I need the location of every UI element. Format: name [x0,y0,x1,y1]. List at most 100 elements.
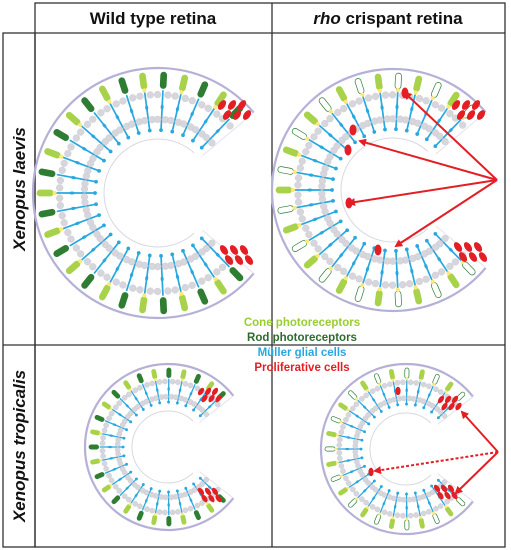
muller-glial-soma [167,386,170,392]
retinal-nucleus [202,133,210,142]
retinal-nucleus [343,475,349,482]
cone-photoreceptor [44,148,61,159]
retinal-nucleus [302,148,310,156]
retinal-nucleus [388,281,397,289]
cone-photoreceptor [374,73,383,91]
retinal-nucleus [437,408,444,415]
muller-glial-endfoot [372,415,376,419]
muller-glial-soma [118,477,122,481]
muller-glial-endfoot [363,430,366,434]
muller-glial-endfoot [149,487,153,491]
retinal-nucleus [407,379,414,386]
muller-glial-endfoot [363,464,366,468]
retinal-nucleus [164,287,172,295]
muller-glial-process [367,485,383,508]
proliferative-cell [211,387,219,396]
muller-glial-process [61,156,101,173]
legend-muller-glial-cells: Müller glial cells [258,347,347,359]
photoreceptor-oil-droplet [107,282,112,287]
muller-glial-process [93,240,121,274]
muller-glial-endfoot [433,232,438,236]
retinal-nucleus [108,410,115,417]
muller-glial-soma [427,393,431,397]
muller-glial-soma [207,485,212,489]
muller-glial-endfoot [167,400,170,404]
muller-glial-soma [349,424,354,428]
proliferation-arrow [454,451,499,495]
retinal-nucleus [106,415,112,422]
proliferation-arrow [394,179,498,248]
proliferative-cell [232,110,242,120]
muller-glial-soma [312,158,318,163]
retinal-nucleus [294,191,302,199]
retinal-nucleus [144,382,150,388]
retina-outer-boundary [31,66,255,320]
proliferative-cell [344,144,352,156]
rod-photoreceptor [53,129,70,142]
retina-rho-crispant-tropicalis [319,362,474,536]
retinal-nucleus [431,243,440,251]
retinal-nucleus [436,132,444,140]
muller-glial-process [415,244,434,282]
retinal-nucleus [168,494,175,501]
muller-glial-endfoot [147,253,152,258]
muller-glial-process [379,248,386,289]
retinal-nucleus [116,126,124,134]
rod-photoreceptor [136,373,144,384]
retinal-nucleus [72,244,80,252]
retinal-nucleus [188,97,196,105]
retinal-nucleus [296,164,304,172]
muller-glial-process [379,489,391,514]
legend-cone-photoreceptors: Cone photoreceptors [244,317,360,329]
retinal-nucleus [355,97,363,105]
cone-photoreceptor [326,460,337,467]
muller-glial-endfoot [116,141,121,146]
proliferative-cell [222,110,232,120]
retinal-nucleus [363,499,369,506]
muller-glial-soma [102,123,107,128]
muller-glial-soma [91,247,96,252]
muller-glial-process [125,94,140,135]
muller-glial-endfoot [141,483,145,487]
retinal-nucleus [218,263,227,271]
muller-glial-endfoot [362,134,367,139]
muller-glial-soma [319,145,325,150]
muller-glial-endfoot [436,478,440,482]
photoreceptor-oil-droplet [366,506,370,509]
muller-glial-endfoot [394,127,398,131]
muller-glial-soma [328,242,333,247]
muller-glial-endfoot [415,132,420,136]
muller-glial-process [181,249,200,288]
proliferative-cell [440,484,448,493]
muller-glial-process [337,434,364,442]
muller-glial-soma [328,133,333,138]
muller-glial-process [379,91,386,132]
photoreceptor-oil-droplet [377,287,382,292]
muller-glial-endfoot [422,488,426,492]
proliferative-cell [197,387,205,396]
retinal-nucleus [359,496,365,502]
retinal-nucleus [371,92,380,101]
proliferative-cell [244,255,254,265]
retinal-nucleus [135,403,141,410]
proliferation-arrow [347,179,498,207]
muller-glial-endfoot [159,128,163,132]
muller-glial-process [200,236,230,268]
rod-photoreceptor [53,244,70,257]
proliferative-cell [441,402,448,411]
muller-glial-endfoot [181,133,185,138]
proliferative-cell [473,242,483,252]
cone-photoreceptor [180,514,187,525]
retinal-nucleus [204,104,212,112]
retina-rho-crispant-laevis [270,67,488,313]
retinal-nucleus [369,484,376,490]
retinal-nucleus [113,483,119,490]
muller-glial-endfoot [102,223,106,228]
muller-glial-process [80,124,113,153]
photoreceptor-oil-droplet [109,407,113,411]
muller-glial-endfoot [338,219,343,224]
muller-glial-endfoot [93,191,97,195]
retinal-nucleus [340,267,348,276]
muller-glial-endfoot [175,401,179,405]
retinal-nucleus [336,442,343,448]
